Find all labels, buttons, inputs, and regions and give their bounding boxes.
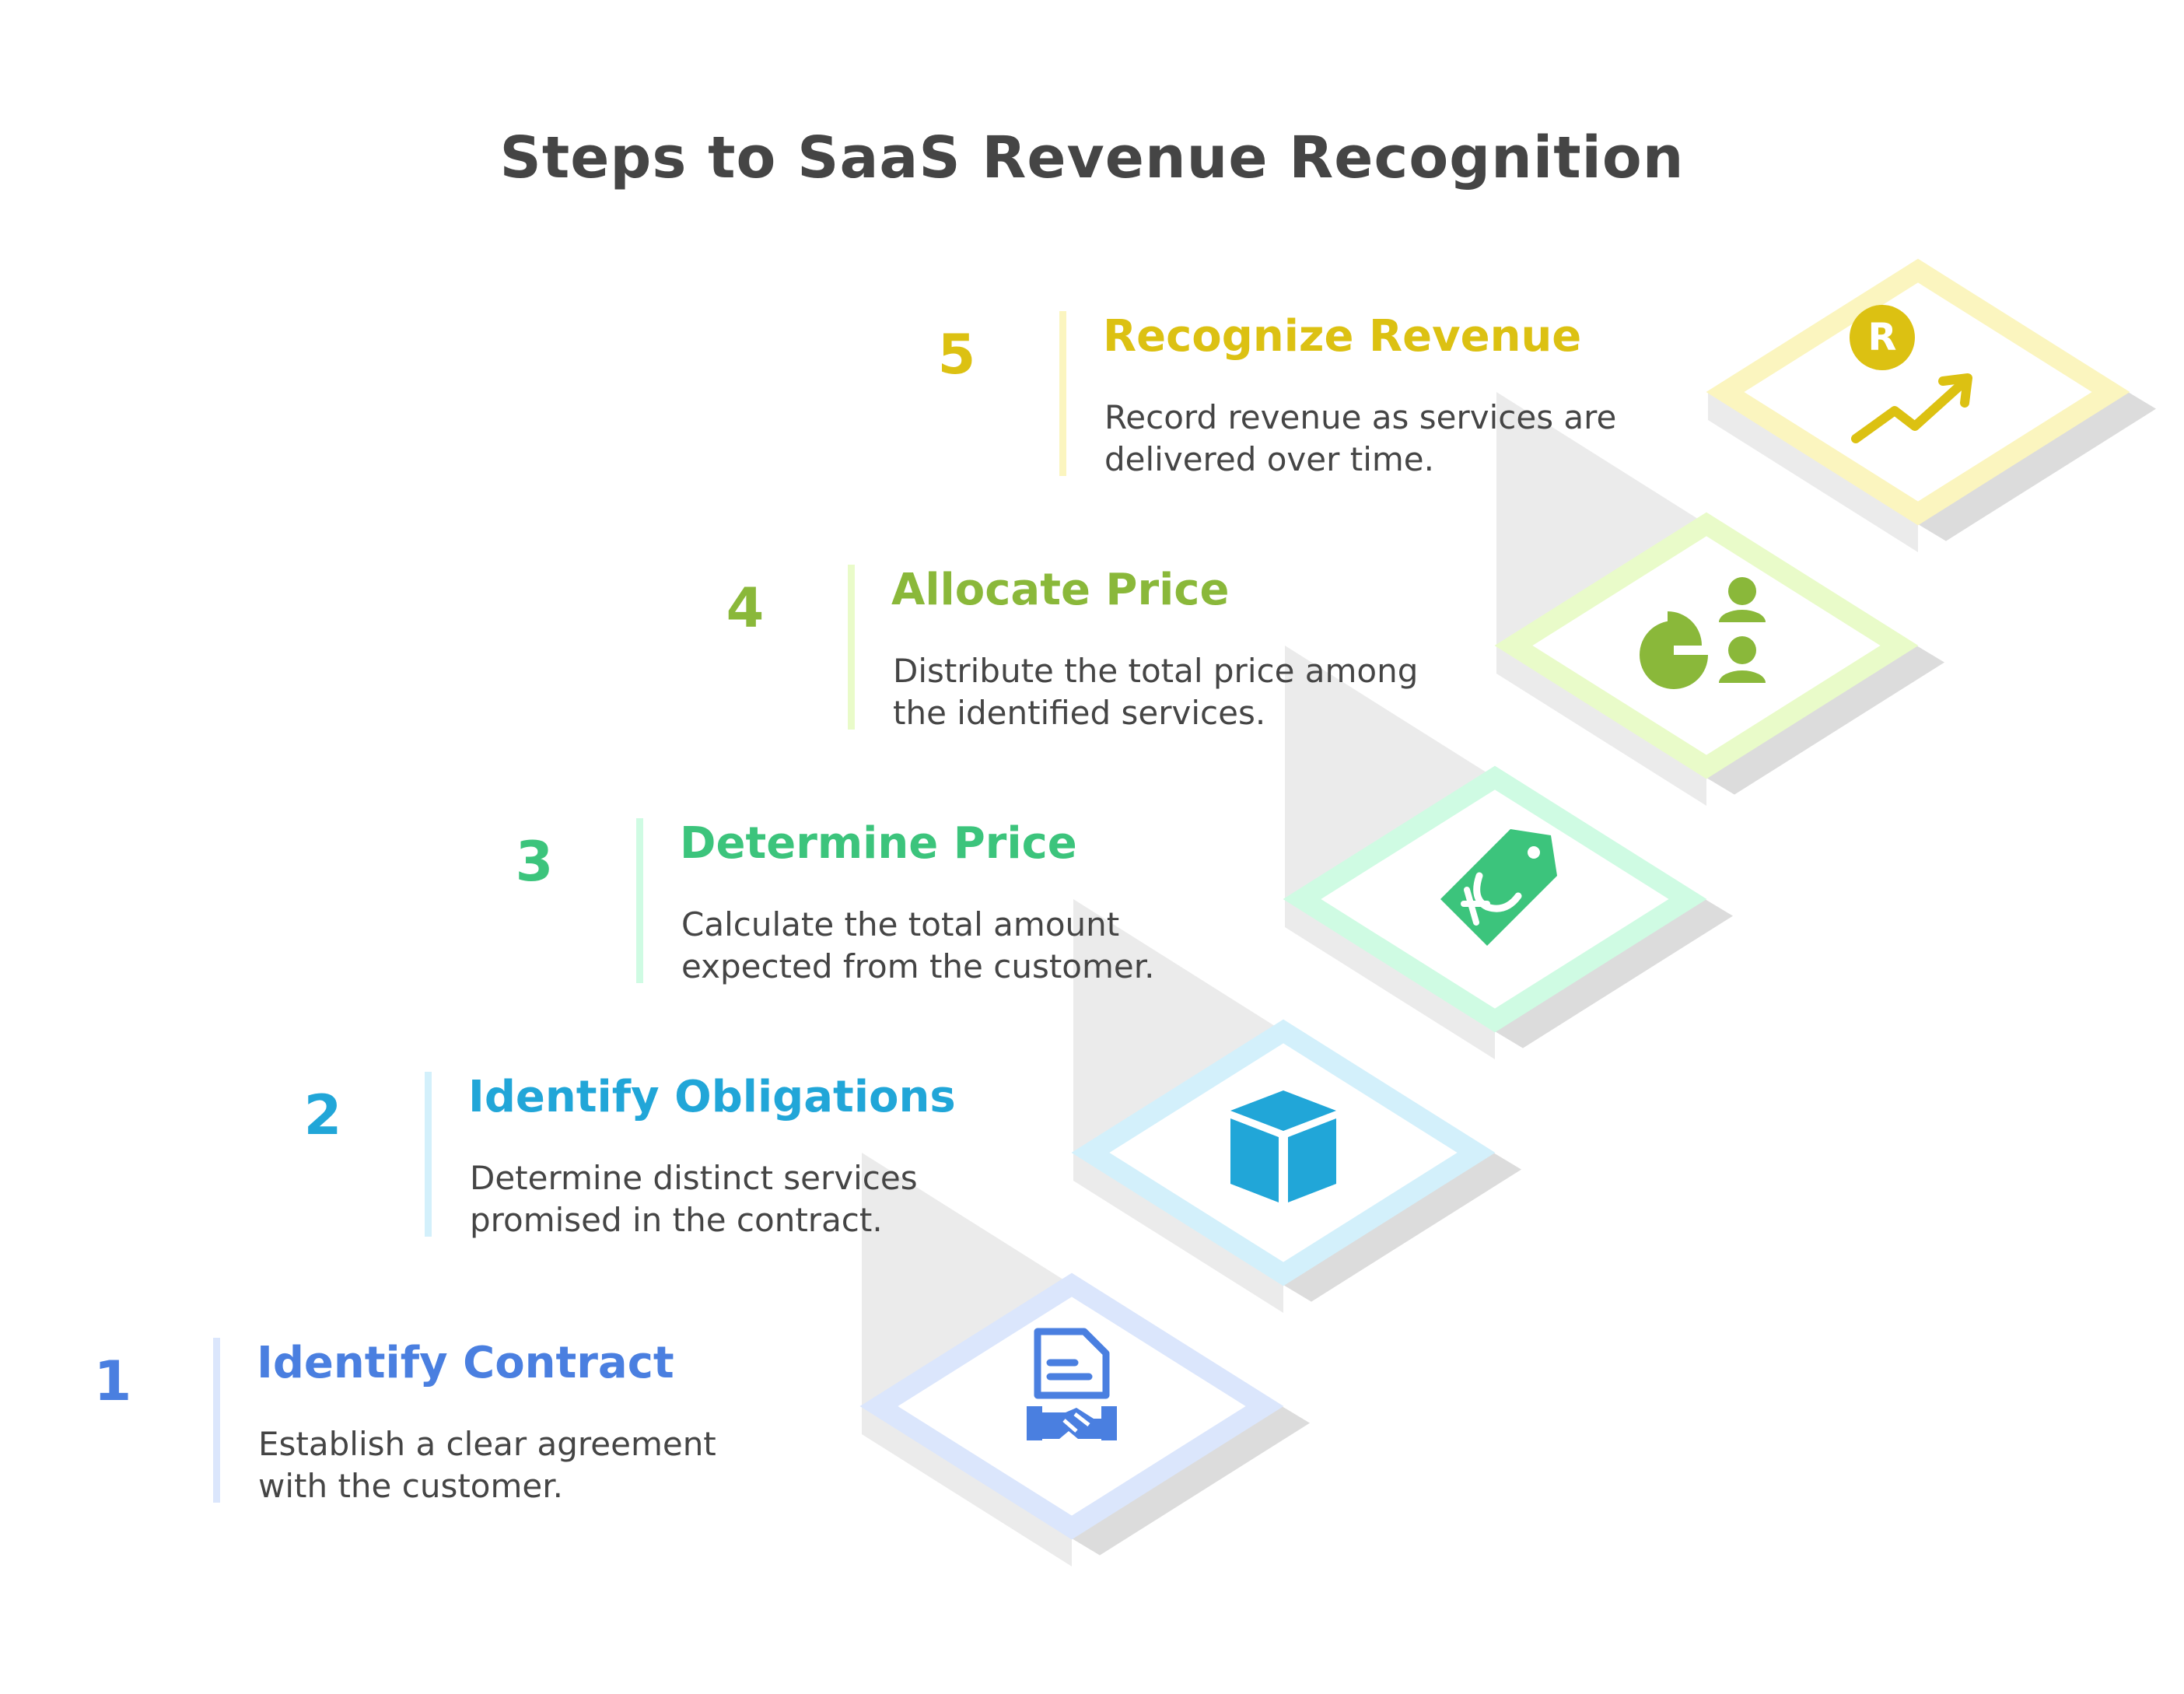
stair-side (1918, 392, 2156, 541)
step-description-line: the identified services. (893, 694, 1266, 732)
stair-side (1283, 1153, 1521, 1302)
stair-front (1496, 646, 1706, 806)
step-number: 2 (303, 1083, 342, 1147)
stair-border (859, 1272, 1284, 1540)
stair-side (1495, 899, 1733, 1048)
step-description: Determine distinct services promised in … (470, 1157, 918, 1241)
stair-step-1 (859, 1153, 1310, 1566)
step-number: 5 (937, 323, 976, 387)
stair-front (1708, 392, 1918, 552)
step-title: Recognize Revenue (1103, 311, 1582, 362)
step-description-line: with the customer. (258, 1467, 564, 1505)
step-title: Identify Obligations (468, 1072, 956, 1122)
stair-tread (1708, 260, 2128, 524)
step-description-line: expected from the customer. (681, 947, 1155, 985)
pie-chart-people-icon (1640, 577, 1766, 689)
stair-step-5 (1706, 258, 2156, 552)
stair-side (1072, 1406, 1310, 1556)
price-tag-icon (1440, 829, 1557, 946)
step-description: Distribute the total price among the ide… (893, 650, 1418, 734)
stair-border (1283, 765, 1707, 1033)
stair-front (862, 1406, 1072, 1566)
stair-border (1071, 1019, 1496, 1286)
step-description-line: Determine distinct services (470, 1159, 918, 1197)
step-description-line: promised in the contract. (470, 1201, 883, 1239)
contract-handshake-icon (1027, 1328, 1117, 1440)
step-title: Identify Contract (257, 1338, 674, 1388)
step-description-line: delivered over time. (1104, 440, 1434, 478)
stair-side (1706, 646, 1944, 795)
step-divider (1059, 311, 1066, 476)
stair-step-2 (1071, 899, 1521, 1313)
revenue-letter: R (1868, 316, 1897, 359)
step-number: 3 (515, 830, 554, 894)
step-title: Determine Price (680, 818, 1077, 869)
stair-front (1285, 899, 1495, 1059)
step-description: Record revenue as services are delivered… (1104, 397, 1616, 481)
box-icon (1230, 1090, 1336, 1202)
stair-front (1073, 1153, 1283, 1313)
step-description-line: Calculate the total amount (681, 905, 1120, 943)
step-description: Establish a clear agreement with the cus… (258, 1423, 716, 1507)
step-divider (213, 1338, 220, 1503)
step-divider (425, 1072, 432, 1237)
step-divider (636, 818, 643, 983)
step-divider (848, 565, 855, 730)
step-description-line: Distribute the total price among (893, 652, 1419, 690)
revenue-growth-icon: R (1850, 305, 1972, 443)
step-title: Allocate Price (891, 565, 1230, 615)
page-title: Steps to SaaS Revenue Recognition (499, 124, 1685, 191)
stair-border (1706, 258, 2130, 526)
stair-border (1494, 512, 1919, 779)
step-number: 4 (726, 576, 765, 640)
step-description: Calculate the total amount expected from… (681, 904, 1155, 988)
step-number: 1 (93, 1349, 132, 1413)
step-description-line: Record revenue as services are (1104, 398, 1617, 436)
step-description-line: Establish a clear agreement (258, 1425, 716, 1463)
